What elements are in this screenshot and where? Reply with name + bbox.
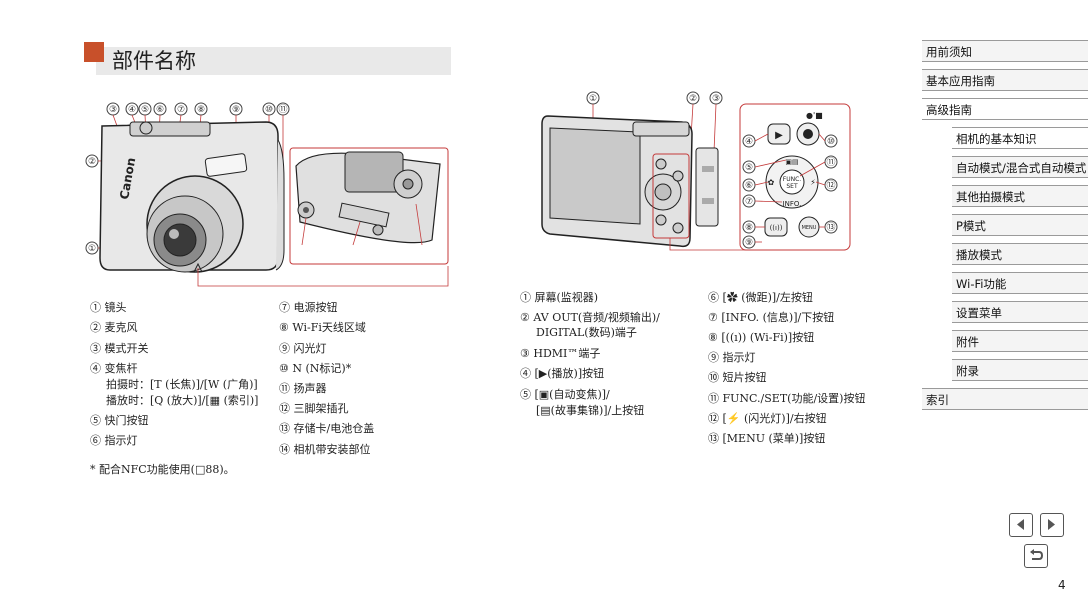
callout-front-3: ③ (109, 105, 117, 115)
callout-back-5: ⑤ (745, 163, 753, 173)
callout-front-7: ⑦ (177, 105, 185, 115)
callout-front-9: ⑨ (232, 105, 240, 115)
list-item: ⑥ 指示灯 (90, 434, 138, 447)
list-item: ⑩ N (N标记)* (279, 362, 352, 375)
sidebar-item-auto-mode[interactable]: 自动模式/混合式自动模式 (952, 156, 1088, 178)
list-item: ⑨ 闪光灯 (279, 342, 327, 355)
list-item: ⑧ [((ı)) (Wi-Fi)]按钮 (708, 331, 815, 344)
sidebar-item-wifi[interactable]: Wi-Fi功能 (952, 272, 1088, 294)
prev-page-button[interactable] (1009, 513, 1033, 537)
list-item: ④ 变焦杆 (90, 362, 138, 375)
page-title: 部件名称 (112, 49, 196, 73)
sidebar-item-camera-basics[interactable]: 相机的基本知识 (952, 127, 1088, 149)
list-item: 拍摄时：[T (长焦)]/[W (广角)] (106, 378, 258, 391)
svg-text:⚡: ⚡ (810, 178, 816, 187)
arrow-left-icon (1017, 519, 1024, 530)
callout-back-9: ⑨ (745, 238, 753, 248)
callout-back-13: ⑬ (826, 222, 835, 233)
list-item: ⑦ [INFO. (信息)]/下按钮 (708, 311, 835, 324)
callout-front-8: ⑧ (197, 105, 205, 115)
svg-text:MENU: MENU (802, 225, 817, 231)
sidebar-item-advanced-guide[interactable]: 高级指南 (922, 98, 1088, 120)
arrow-right-icon (1048, 519, 1055, 530)
list-item: ① 屏幕(监视器) (520, 291, 599, 304)
sidebar-item-playback[interactable]: 播放模式 (952, 243, 1088, 265)
list-item: 播放时：[Q (放大)]/[▦ (索引)] (106, 394, 259, 407)
callout-front-11: ⑪ (278, 104, 287, 115)
callout-back-12: ⑫ (826, 180, 835, 191)
callout-back-4: ④ (745, 137, 753, 147)
callout-front-4: ④ (128, 105, 136, 115)
svg-text:INFO.: INFO. (783, 200, 802, 208)
svg-text:((ı)): ((ı)) (770, 224, 783, 232)
next-page-button[interactable] (1040, 513, 1064, 537)
list-item: [▤(故事集锦)]/上按钮 (536, 404, 645, 417)
sidebar-item-basic-guide[interactable]: 基本应用指南 (922, 69, 1088, 91)
return-icon (1030, 549, 1044, 560)
list-item: ③ HDMI™端子 (520, 347, 601, 360)
footnote: * 配合NFC功能使用(□88)。 (90, 463, 235, 476)
back-button[interactable] (1024, 544, 1048, 568)
list-item: ⑪ FUNC./SET(功能/设置)按钮 (708, 392, 866, 405)
callout-front-1: ① (88, 244, 96, 254)
callout-front-2: ② (88, 157, 96, 167)
sidebar-item-accessories[interactable]: 附件 (952, 330, 1088, 352)
callout-front-6: ⑥ (156, 105, 164, 115)
title-bar (96, 47, 451, 75)
callout-front-10: ⑩ (265, 105, 273, 115)
svg-text:▣▤: ▣▤ (785, 158, 798, 166)
sidebar-item-index[interactable]: 索引 (922, 388, 1088, 410)
callout-back-3: ③ (712, 94, 720, 104)
svg-text:FUNC.: FUNC. (783, 176, 802, 183)
sidebar-item-appendix[interactable]: 附录 (952, 359, 1088, 381)
list-item: ② AV OUT(音频/视频输出)/ (520, 311, 660, 324)
list-item: ⑫ 三脚架插孔 (279, 402, 349, 415)
front-camera-diagram: ③ ④ ⑤ ⑥ ⑦ ⑧ ⑨ ⑩ ⑪ ② ① ⑫ ⑬ ⑭ Canon (85, 102, 449, 287)
list-item: ⑦ 电源按钮 (279, 301, 338, 314)
list-item: ⑬ [MENU (菜单)]按钮 (708, 432, 826, 445)
list-item: ⑬ 存储卡/电池仓盖 (279, 422, 375, 435)
list-item: ⑭ 相机带安装部位 (279, 443, 371, 456)
sidebar-item-before-use[interactable]: 用前须知 (922, 40, 1088, 62)
list-item: ⑫ [⚡ (闪光灯)]/右按钮 (708, 412, 827, 425)
callout-back-1: ① (589, 94, 597, 104)
callout-back-11: ⑪ (826, 157, 835, 168)
list-item: ③ 模式开关 (90, 342, 149, 355)
sidebar-item-other-modes[interactable]: 其他拍摄模式 (952, 185, 1088, 207)
list-item: ⑤ [▣(自动变焦)]/ (520, 388, 610, 401)
list-item: ② 麦克风 (90, 321, 138, 334)
callout-back-6: ⑥ (745, 181, 753, 191)
list-item: ⑪ 扬声器 (279, 382, 327, 395)
title-accent-square (84, 42, 104, 62)
list-item: ④ [▶(播放)]按钮 (520, 367, 605, 380)
sidebar-item-p-mode[interactable]: P模式 (952, 214, 1088, 236)
list-item: ⑥ [✿ (微距)]/左按钮 (708, 291, 813, 304)
list-item: ① 镜头 (90, 301, 127, 314)
list-item: DIGITAL(数码)端子 (536, 326, 637, 339)
svg-text:▶: ▶ (775, 130, 783, 141)
svg-text:✿: ✿ (768, 178, 775, 187)
list-item: ⑧ Wi-Fi天线区域 (279, 321, 366, 334)
callout-back-10: ⑩ (827, 137, 835, 147)
back-camera-diagram: ① ② ③ ●'■ ▶ FUNC. SET ▣▤ INFO. ✿ ⚡ ((ı))… (541, 91, 851, 251)
list-item: ⑩ 短片按钮 (708, 371, 767, 384)
callout-back-2: ② (689, 94, 697, 104)
svg-text:●'■: ●'■ (806, 111, 823, 120)
list-item: ⑤ 快门按钮 (90, 414, 149, 427)
svg-text:SET: SET (786, 183, 798, 190)
list-item: ⑨ 指示灯 (708, 351, 756, 364)
callout-back-7: ⑦ (745, 197, 753, 207)
callout-front-5: ⑤ (141, 105, 149, 115)
page-number: 4 (1058, 578, 1066, 592)
sidebar-item-settings[interactable]: 设置菜单 (952, 301, 1088, 323)
callout-back-8: ⑧ (745, 223, 753, 233)
